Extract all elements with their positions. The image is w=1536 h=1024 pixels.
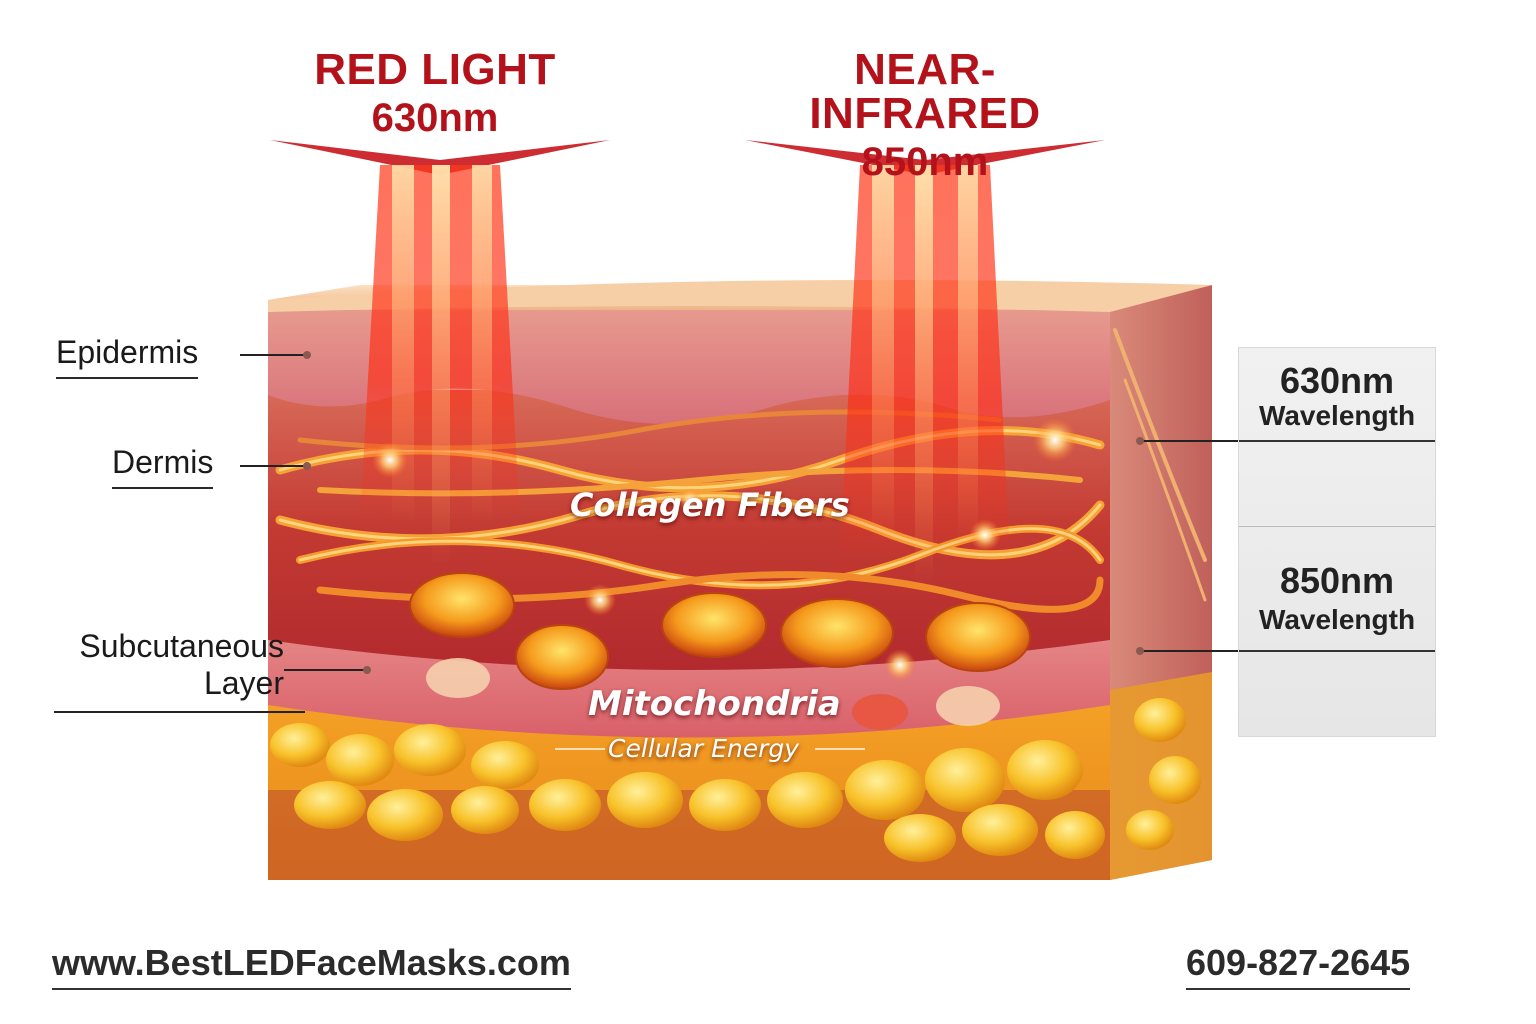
cellular-energy-label: Cellular Energy <box>608 734 799 763</box>
wavelength-panel: 630nm Wavelength 850nm Wavelength <box>1238 347 1436 737</box>
dermis-label: Dermis <box>112 444 213 489</box>
near-infrared-name: NEAR-INFRARED <box>740 48 1110 136</box>
wavelength-divider <box>1239 526 1435 527</box>
mitochondria-label: Mitochondria <box>588 684 841 724</box>
website-link[interactable]: www.BestLEDFaceMasks.com <box>52 942 571 990</box>
epidermis-label: Epidermis <box>56 334 198 379</box>
phone-number[interactable]: 609-827-2645 <box>1186 942 1410 990</box>
red-light-name: RED LIGHT <box>290 48 580 92</box>
near-infrared-wavelength: 850nm <box>740 142 1110 182</box>
wavelength-630-word: Wavelength <box>1239 400 1435 432</box>
subcutaneous-label: Subcutaneous Layer <box>52 628 284 702</box>
collagen-fibers-label: Collagen Fibers <box>570 486 850 524</box>
wavelength-850-value: 850nm <box>1239 560 1435 602</box>
wavelength-rule-1 <box>1239 440 1435 442</box>
wavelength-630-value: 630nm <box>1239 360 1435 402</box>
red-light-title: RED LIGHT 630nm <box>290 48 580 138</box>
wavelength-rule-2 <box>1239 650 1435 652</box>
near-infrared-title: NEAR-INFRARED 850nm <box>740 48 1110 182</box>
wavelength-850-word: Wavelength <box>1239 604 1435 636</box>
subcutaneous-line-1: Subcutaneous <box>52 628 284 665</box>
red-light-wavelength: 630nm <box>290 98 580 138</box>
subcutaneous-line-2: Layer <box>52 665 284 702</box>
